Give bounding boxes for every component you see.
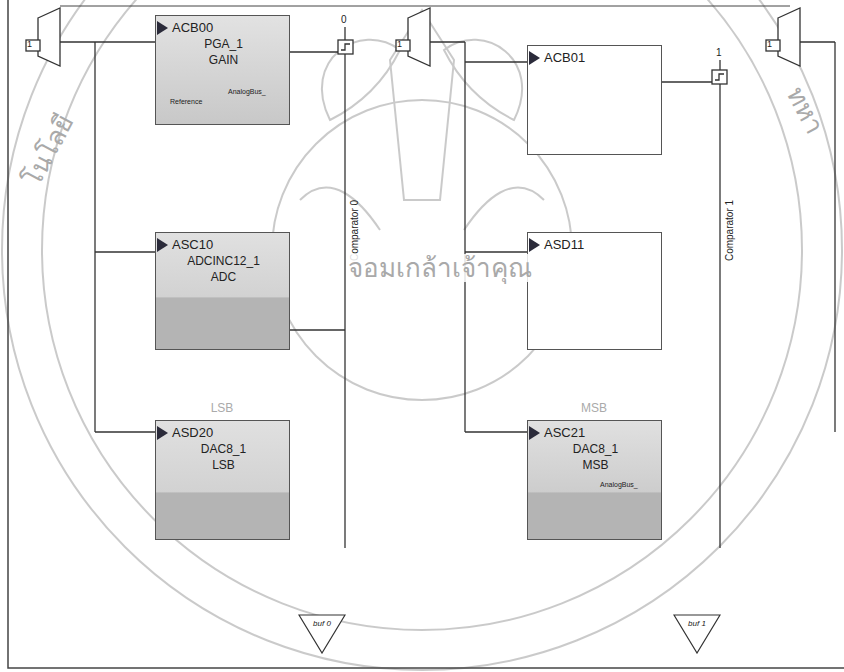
input-name: Reference	[170, 98, 202, 106]
analog-block: ASC21DAC8_1MSB AnalogBus_	[527, 420, 662, 540]
buffer-triangle: buf 1	[673, 614, 721, 654]
watermark: จอมเกล้าเจ้าคุณ	[348, 254, 532, 283]
block-id: ASC21	[544, 426, 585, 440]
comparator-bus: Comparator 1	[724, 199, 735, 260]
input-marker	[157, 238, 169, 254]
user-module: PGA_1	[204, 38, 243, 51]
mux-input: 1	[397, 40, 402, 50]
watermark: โนโลยี	[17, 109, 78, 190]
input-marker	[529, 426, 541, 442]
mux-input: 1	[767, 40, 772, 50]
buffer-triangle: buf 0	[298, 614, 346, 654]
user-module: ADCINC12_1	[187, 255, 260, 268]
block-id: ASD11	[544, 238, 584, 252]
analog-block: ACB00PGA_1GAIN AnalogBus_ Reference	[155, 15, 290, 125]
block-role: ADC	[211, 271, 236, 284]
user-module: DAC8_1	[201, 443, 246, 456]
comparator-bus: Comparator 0	[349, 199, 360, 260]
dac-part: MSB	[581, 402, 607, 415]
buffer-name: buf 1	[688, 620, 706, 629]
analog-block: ASC10ADCINC12_1ADC	[155, 232, 290, 350]
block-id: ASD20	[172, 426, 213, 440]
block-role: LSB	[212, 459, 235, 472]
mux-input: 1	[27, 40, 32, 50]
block-id: ACB00	[172, 21, 213, 35]
buffer-name: buf 0	[313, 620, 331, 629]
user-module: DAC8_1	[573, 443, 618, 456]
block-role: MSB	[582, 459, 608, 472]
bus-name: AnalogBus_	[600, 481, 638, 489]
watermark: ทหา	[781, 82, 829, 139]
comparator-index: 0	[341, 14, 347, 25]
input-marker	[529, 238, 541, 254]
input-marker	[157, 426, 169, 442]
block-id: ACB01	[544, 51, 585, 65]
input-marker	[157, 21, 169, 37]
analog-block: ASD11	[527, 232, 662, 350]
bus-name: AnalogBus_	[228, 88, 266, 96]
analog-block: ACB01	[527, 45, 662, 155]
input-marker	[529, 51, 541, 67]
signal-wires	[26, 8, 835, 548]
dac-part: LSB	[211, 402, 234, 415]
block-role: GAIN	[209, 54, 238, 67]
comparator-index: 1	[716, 47, 722, 58]
block-id: ASC10	[172, 238, 213, 252]
analog-block: ASD20DAC8_1LSB	[155, 420, 290, 540]
